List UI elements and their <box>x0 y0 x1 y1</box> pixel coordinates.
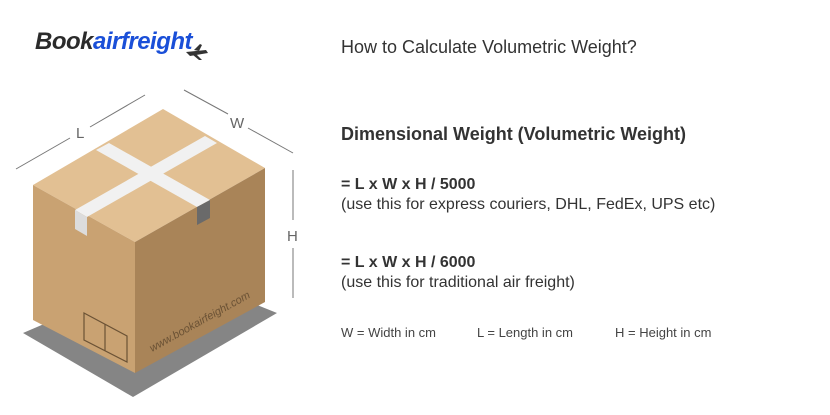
fragile-symbols <box>83 311 128 363</box>
page-title: How to Calculate Volumetric Weight? <box>341 37 637 57</box>
legend-length: L = Length in cm <box>477 325 573 340</box>
formula-air-note: (use this for traditional air freight) <box>341 274 575 291</box>
heading: Dimensional Weight (Volumetric Weight) <box>341 124 687 144</box>
length-label: L <box>76 125 84 142</box>
height-label: H <box>287 228 298 245</box>
logo-part-book: Book <box>35 28 94 55</box>
tape-left-flap <box>75 210 87 236</box>
legend-width: W = Width in cm <box>341 325 436 340</box>
logo-part-airfreight: airfreight <box>93 28 193 55</box>
formula-air: = L x W x H / 6000 <box>341 254 476 271</box>
tape-right-flap <box>197 200 210 225</box>
formula-express: = L x W x H / 5000 <box>341 176 476 193</box>
airplane-icon <box>186 44 208 60</box>
tape-short <box>96 143 210 207</box>
logo: Bookairfreight <box>35 28 193 56</box>
box-right-face <box>135 168 265 373</box>
dimension-lines <box>15 89 294 298</box>
width-label: W <box>230 115 245 132</box>
legend-height: H = Height in cm <box>615 325 712 340</box>
box-illustration: www.bookairfeight.com L W H <box>15 44 298 397</box>
formula-express-note: (use this for express couriers, DHL, Fed… <box>341 196 716 213</box>
